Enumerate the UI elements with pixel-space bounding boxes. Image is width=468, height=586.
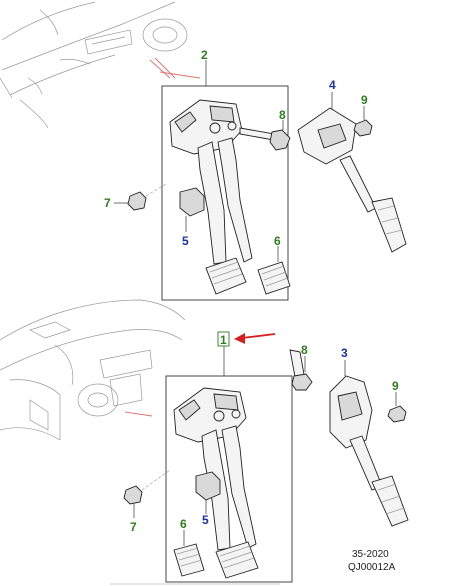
callout-assembly-bottom: 1 xyxy=(220,333,227,347)
callout-assembly-top: 2 xyxy=(201,48,208,62)
reference-group: 35-2020 xyxy=(352,549,389,560)
callout-bolt-top: 8 xyxy=(279,108,286,122)
highlight-arrow xyxy=(234,333,276,344)
callout-mount-nut-top: 7 xyxy=(104,196,111,210)
brake-switch-bottom xyxy=(195,471,221,501)
brake-switch-top xyxy=(179,187,205,217)
leader-red-top xyxy=(149,57,201,79)
mount-nut-top xyxy=(127,183,167,211)
callout-switch-top: 5 xyxy=(182,234,189,248)
pedal-box-top xyxy=(169,99,253,265)
callout-pad-top: 6 xyxy=(274,234,281,248)
pedal-pad-6-bottom xyxy=(173,543,205,577)
callout-highlight-box xyxy=(217,331,230,347)
bolt-bottom xyxy=(289,349,313,391)
callout-switch-bottom: 5 xyxy=(202,513,209,527)
callout-throttle-nut-bottom: 9 xyxy=(392,379,399,393)
dashboard-ghost-top xyxy=(0,1,188,129)
assembly-frame-top xyxy=(161,85,289,301)
assembly-frame-bottom xyxy=(165,375,293,583)
bolt-top xyxy=(239,127,291,151)
brake-pedal-pad-bottom xyxy=(215,541,259,579)
throttle-pedal-top xyxy=(297,107,407,253)
dashboard-ghost-bottom xyxy=(0,299,186,441)
callout-throttle-nut-top: 9 xyxy=(361,93,368,107)
throttle-nut-top xyxy=(353,119,373,137)
callout-mount-nut-bottom: 7 xyxy=(130,520,137,534)
leader-red-bottom xyxy=(124,411,153,417)
callout-pad-bottom: 6 xyxy=(180,517,187,531)
callout-bolt-bottom: 8 xyxy=(301,343,308,357)
throttle-pedal-bottom xyxy=(329,375,409,527)
callout-throttle-pedal-bottom: 3 xyxy=(341,346,348,360)
pedal-pad-6-top xyxy=(257,261,291,295)
brake-pedal-pad-top xyxy=(205,257,247,295)
mount-nut-bottom xyxy=(123,469,171,505)
reference-code: QJ00012A xyxy=(348,562,396,573)
callout-throttle-pedal-top: 4 xyxy=(329,78,336,92)
throttle-nut-bottom xyxy=(387,405,407,423)
